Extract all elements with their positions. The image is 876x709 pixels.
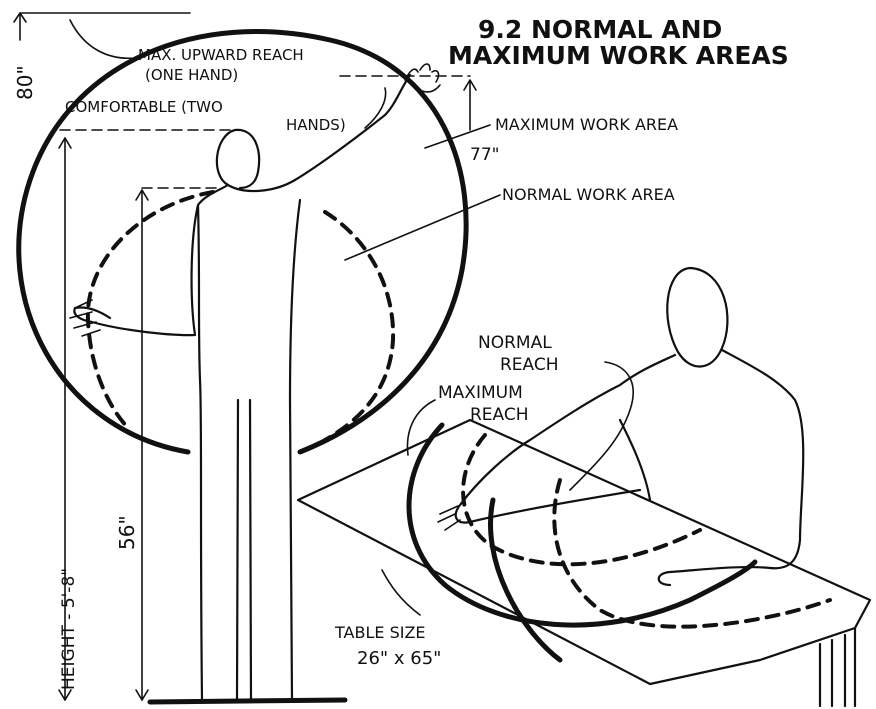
- max-upward-reach-label-line1: MAX. UPWARD REACH: [138, 46, 304, 64]
- outstretched-hand: [70, 300, 100, 336]
- seated-figure-head: [667, 268, 727, 367]
- normal-reach-label-line2: REACH: [500, 355, 559, 375]
- floor-line: [150, 700, 345, 702]
- standing-figure-outline: [74, 75, 410, 700]
- table-legs: [820, 628, 855, 706]
- height-vertical-label: HEIGHT - 5'-8": [59, 568, 79, 690]
- top-dimension-arrow: [14, 13, 26, 40]
- table-size-leader: [382, 570, 420, 615]
- raised-hand: [405, 64, 440, 92]
- max-upward-reach-label-line2: (ONE HAND): [145, 66, 238, 84]
- maximum-reach-label-line1: MAXIMUM: [438, 383, 523, 403]
- normal-work-area-label: NORMAL WORK AREA: [502, 185, 675, 204]
- maximum-reach-label-line2: REACH: [470, 405, 529, 425]
- comfortable-label-line2: HANDS): [286, 116, 346, 134]
- height-top-mark-label: 80": [13, 65, 37, 100]
- seated-maximum-reach-arc-2: [491, 500, 560, 660]
- comfortable-label-line1: COMFORTABLE (TWO: [65, 98, 223, 116]
- fifty-six-label: 56": [115, 515, 139, 550]
- table-top: [298, 420, 870, 684]
- table-size-label-line1: TABLE SIZE: [334, 623, 426, 642]
- seventy-seven-label: 77": [470, 145, 499, 165]
- seated-normal-reach-arc-2: [554, 480, 830, 627]
- maximum-work-area-label: MAXIMUM WORK AREA: [495, 115, 678, 134]
- table-size-label-line2: 26" x 65": [357, 648, 441, 669]
- figure-title-line2: MAXIMUM WORK AREAS: [448, 41, 789, 70]
- normal-work-area-leader: [345, 195, 500, 260]
- normal-reach-label-line1: NORMAL: [478, 333, 552, 353]
- figure-title-line1: 9.2 NORMAL AND: [478, 15, 722, 44]
- max-reach-leader: [70, 20, 135, 58]
- seventy-seven-arrow: [464, 80, 476, 130]
